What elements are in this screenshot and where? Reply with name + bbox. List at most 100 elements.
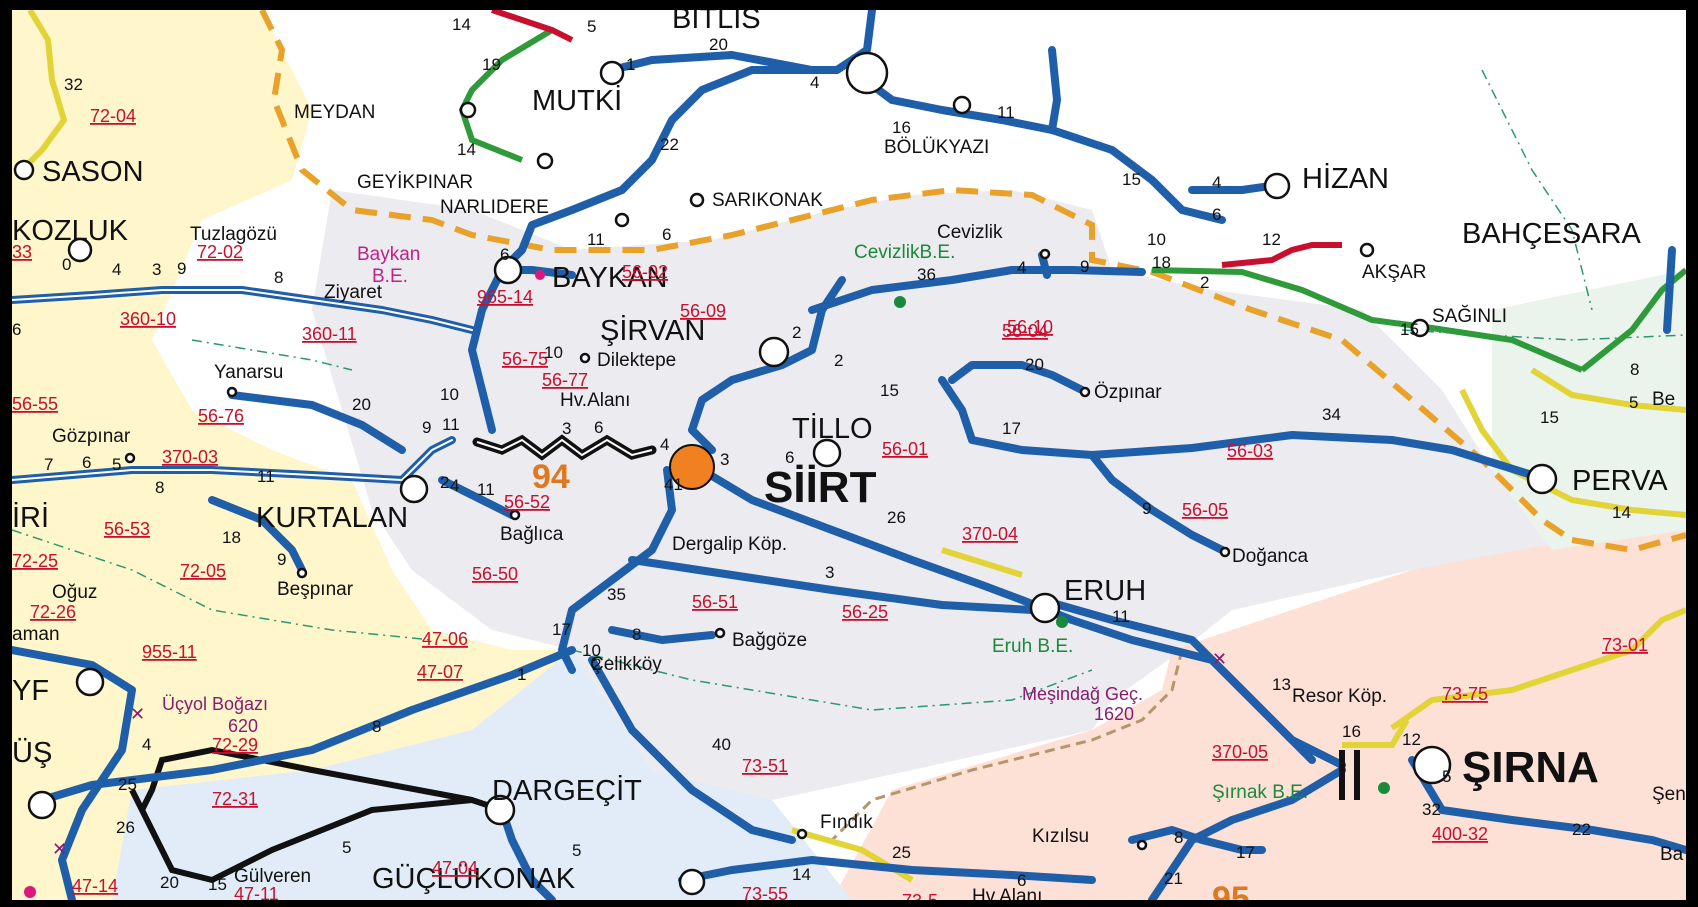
marker-sarikonak [689, 192, 705, 208]
distance-label: 17 [552, 620, 571, 639]
road-code-56-55: 56-55 [12, 394, 58, 414]
label-pervari: PERVA [1572, 465, 1668, 497]
road-code-56-04: 56-04 [1002, 321, 1048, 341]
distance-label: 10 [1147, 230, 1166, 249]
marker-narlidere [614, 212, 630, 228]
distance-label: 15 [208, 875, 227, 894]
distance-label: 2 [792, 323, 801, 342]
district-border-1 [1481, 69, 1593, 311]
distance-label: 2 [592, 655, 601, 674]
label-sirvan: ŞİRVAN [600, 314, 705, 347]
marker-cevizlik [1039, 248, 1051, 260]
road-code-72-02: 72-02 [197, 242, 243, 262]
road-bespinar [208, 496, 306, 574]
west-region [12, 10, 632, 900]
road-code-47-04: 47-04 [432, 858, 478, 878]
distance-label: 17 [1002, 419, 1021, 438]
label-bolukyazi: BÖLÜKYAZI [884, 137, 989, 158]
label-kizilsu: Kızılsu [1032, 826, 1089, 847]
road-red-bitlis [491, 10, 574, 43]
marker-yanarsu [226, 386, 238, 398]
distance-label: 11 [442, 415, 460, 434]
label-gozpinar: Gözpınar [52, 426, 131, 447]
distance-label: 9 [422, 418, 431, 437]
distance-label: 14 [1612, 503, 1631, 522]
marker-baykan [493, 255, 523, 285]
road-dargecit-north [498, 806, 556, 900]
road-red-aksar [1221, 242, 1342, 268]
distance-label: 4 [112, 260, 121, 279]
label-saginli: SAĞINLI [1432, 305, 1507, 327]
label-meydan: MEYDAN [294, 102, 375, 123]
distance-label: 8 [1174, 828, 1183, 847]
distance-label: 9 [1142, 499, 1151, 518]
road-code-56-01: 56-01 [882, 439, 928, 459]
road-ozpinar [948, 361, 1086, 394]
distance-label: 20 [1025, 355, 1044, 374]
district-border-5 [1401, 329, 1686, 341]
distance-label: 8 [274, 268, 283, 287]
marker-tillo [812, 438, 842, 468]
label-hv-alani2: Hv.Alanı [972, 886, 1042, 900]
label-sason: SASON [42, 156, 144, 188]
label-region-95: 95 [1212, 880, 1250, 900]
label-yanarsu: Yanarsu [214, 362, 283, 383]
label-mesindag: Meşindağ Geç. [1022, 684, 1143, 704]
distance-label: 3 [825, 563, 834, 582]
distance-label: 22 [1572, 820, 1591, 839]
label-siirt: SİİRT [764, 463, 877, 512]
label-ucyol-alt: 620 [228, 716, 258, 736]
distance-label: 15 [1122, 170, 1141, 189]
road-code-370-04: 370-04 [962, 524, 1018, 544]
road-code-73-01: 73-01 [1602, 635, 1648, 655]
pass-west-icon: ✕ [52, 839, 67, 859]
label-mesindag-alt: 1620 [1094, 704, 1134, 724]
label-findik: Fındık [820, 812, 873, 833]
label-dilektepe: Dilektepe [597, 350, 676, 371]
road-code-56-50: 56-50 [472, 564, 518, 584]
label-bahcesaray: BAHÇESARA [1462, 218, 1642, 250]
road-code-47-07: 47-07 [417, 662, 463, 682]
road-code-73-5: 73-5 [902, 891, 938, 900]
road-west-loop [12, 646, 136, 900]
marker-hizan [1263, 172, 1291, 200]
distance-label: 36 [917, 265, 936, 284]
distance-label: 9 [277, 550, 286, 569]
marker-us [27, 790, 57, 820]
marker-baglica [509, 509, 521, 521]
marker-dargecit [484, 794, 516, 826]
marker-gozpinar [124, 452, 136, 464]
road-yellow-pervari2 [1530, 367, 1686, 413]
label-dargecit: DARGEÇİT [492, 774, 642, 807]
distance-label: 5 [1442, 767, 1451, 786]
road-code-73-51: 73-51 [742, 756, 788, 776]
province-border-east [1571, 532, 1686, 554]
marker-aksar [1359, 242, 1375, 258]
label-guclukonak: GÜÇLÜKONAK [372, 863, 576, 895]
distance-label: 4 [810, 73, 819, 92]
distance-label: 14 [457, 140, 476, 159]
distance-label: 2 [834, 351, 843, 370]
label-sirnak-be: Şırnak B.E. [1212, 782, 1308, 803]
marker-sason [13, 159, 35, 181]
distance-label: 35 [607, 585, 626, 604]
road-code-360-10: 360-10 [120, 309, 176, 329]
marker-baykan-be [535, 270, 545, 280]
marker-mutki [599, 60, 625, 86]
label-tillo: TİLLO [792, 412, 873, 445]
distance-label: 7 [44, 455, 53, 474]
distance-label: 21 [1164, 869, 1183, 888]
road-code-955-11: 955-11 [142, 642, 197, 662]
label-hv-alani: Hv.Alanı [560, 390, 630, 411]
distance-label: 6 [662, 225, 671, 244]
label-celikkoy: Çelikköy [590, 654, 662, 675]
label-sirnak: ŞIRNA [1462, 743, 1599, 792]
road-green-hizan [1151, 267, 1584, 373]
label-eruh-be: Eruh B.E. [992, 636, 1073, 657]
road-code-56-09: 56-09 [680, 301, 726, 321]
label-bes: Be [1652, 389, 1675, 410]
road-yellow-sirnak-box [1342, 718, 1410, 748]
distance-label: 32 [1422, 800, 1441, 819]
distance-label: 0 [62, 255, 71, 274]
road-sirvan-tillo [688, 276, 846, 454]
